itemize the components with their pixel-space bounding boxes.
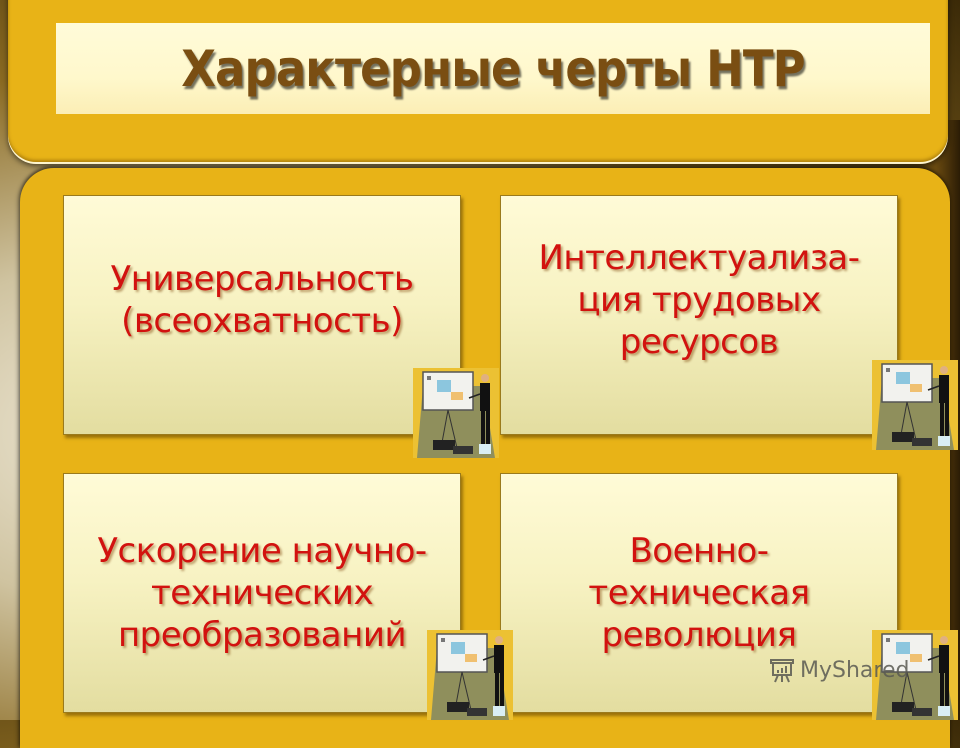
feature-card-acceleration: Ускорение научно- технических преобразов… [63, 473, 461, 713]
card-text: Ускорение научно- технических преобразов… [97, 531, 427, 655]
watermark-text: MyShared [800, 657, 910, 683]
feature-card-universality: Универсальность (всеохватность) [63, 195, 461, 435]
feature-card-military-revolution: Военно- техническая революция [500, 473, 898, 713]
presentation-board-icon [770, 659, 794, 683]
card-text: Военно- техническая революция [588, 531, 810, 655]
presenter-clipart-icon [872, 630, 958, 720]
feature-card-intellectualization: Интеллектуализа- ция трудовых ресурсов [500, 195, 898, 435]
presenter-clipart-icon [872, 360, 958, 450]
title-box: Характерные черты НТР [56, 23, 930, 114]
card-text: Универсальность (всеохватность) [110, 259, 414, 341]
presenter-clipart-icon [413, 368, 499, 458]
slide-title: Характерные черты НТР [181, 39, 805, 98]
card-text: Интеллектуализа- ция трудовых ресурсов [538, 238, 860, 362]
watermark: MyShared [768, 656, 909, 684]
presenter-clipart-icon [427, 630, 513, 720]
